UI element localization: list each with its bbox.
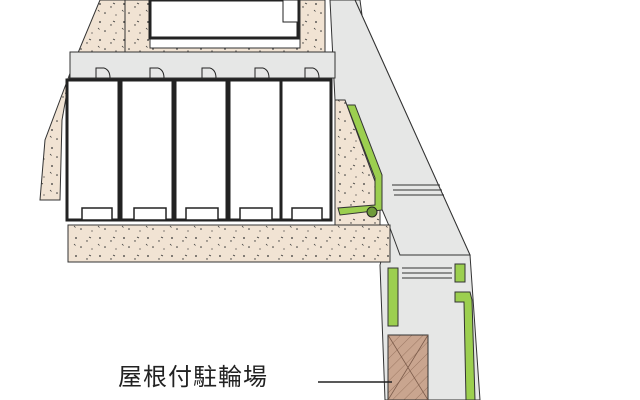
unit-2 [119, 78, 175, 222]
unit-5-door [304, 67, 320, 79]
planter-tree [366, 206, 378, 218]
upper-building [148, 0, 300, 40]
unit-3-door [201, 67, 217, 79]
steps-lower [402, 267, 452, 279]
unit-4-door [254, 67, 270, 79]
unit-1-terrace [81, 207, 113, 221]
planter-right-curved [337, 104, 383, 216]
terrace-units [65, 67, 333, 222]
upper-building-inner [282, 0, 299, 23]
planter-right-path [454, 291, 476, 400]
planter-left-path [387, 267, 399, 327]
bike-shelter-cross [387, 334, 429, 400]
unit-5 [279, 78, 333, 222]
unit-2-door [149, 67, 165, 79]
unit-1 [65, 78, 121, 222]
unit-4-terrace [239, 207, 273, 221]
bike-shelter-label: 屋根付駐輪場 [118, 363, 268, 391]
planter-small-box [454, 263, 466, 283]
unit-2-terrace [133, 207, 167, 221]
unit-1-door [95, 67, 111, 79]
unit-5-terrace [291, 207, 323, 221]
unit-3 [173, 78, 229, 222]
unit-4 [227, 78, 283, 222]
concrete-strip-bottom [67, 224, 391, 263]
steps-upper [392, 184, 444, 196]
unit-3-terrace [185, 207, 219, 221]
